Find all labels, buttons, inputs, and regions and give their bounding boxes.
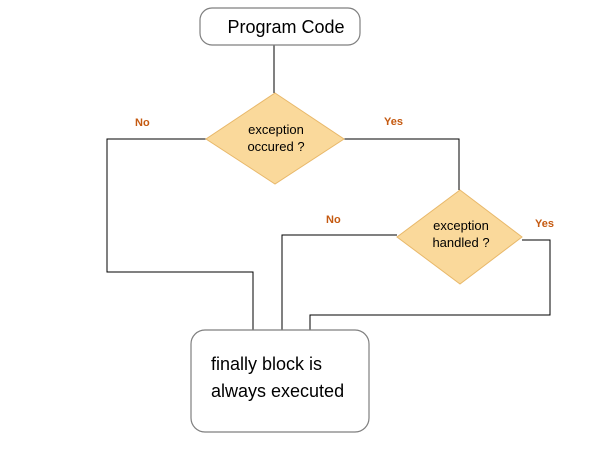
connector-handled-no — [281, 234, 397, 330]
connector-occurred-no — [106, 138, 254, 330]
connector-occurred-yes — [344, 138, 460, 190]
decision-exception-occurred: exception occured ? — [205, 92, 345, 185]
connector-handled-yes — [309, 239, 551, 330]
decision-handled-line1: exception — [433, 218, 489, 233]
start-box: Program Code — [199, 7, 361, 46]
decision-occurred-diamond — [205, 92, 345, 185]
decision-handled-line2: handled ? — [432, 235, 489, 250]
finally-box-line1: finally block is — [211, 354, 322, 374]
start-box-label: Program Code — [227, 17, 344, 37]
finally-box: finally block is always executed — [190, 329, 370, 433]
decision-occurred-line1: exception — [248, 122, 304, 137]
decision-occurred-line2: occured ? — [247, 139, 304, 154]
finally-box-line2: always executed — [211, 381, 344, 401]
edge-label-occurred-no: No — [135, 117, 150, 129]
edge-label-handled-no: No — [326, 214, 341, 226]
connectors — [106, 44, 551, 330]
edge-label-handled-yes: Yes — [535, 218, 554, 230]
edge-label-occurred-yes: Yes — [384, 116, 403, 128]
decision-exception-handled: exception handled ? — [396, 189, 523, 285]
decision-handled-diamond — [396, 189, 523, 285]
